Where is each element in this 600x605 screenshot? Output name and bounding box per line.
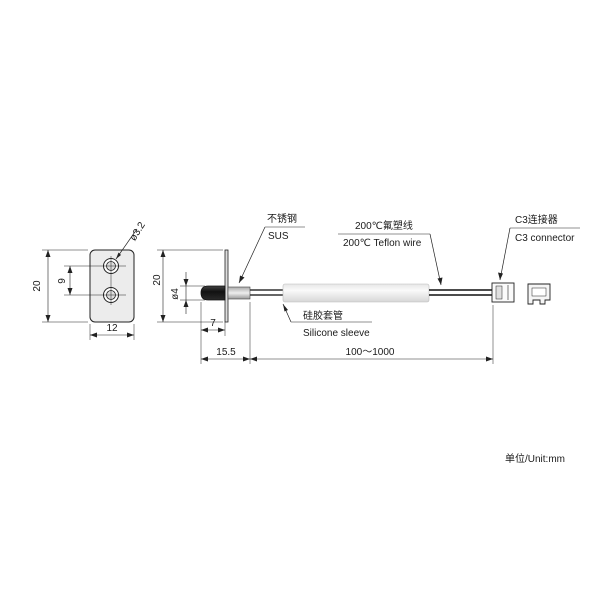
side-height-dimension: 20 [152,249,223,323]
probe-tube-and-leads [227,286,284,300]
side-height-label: 20 [152,274,163,286]
tip-length-label: 7 [210,318,216,329]
sus-callout: 不锈钢 SUS [238,212,305,284]
plate-width-label: 12 [106,323,118,334]
teflon-wires [429,289,493,296]
tube-diameter-dimension: ø4 [170,272,205,314]
silicone-sleeve [282,283,430,303]
plate-height-label: 20 [32,280,43,292]
sleeve-label-cn: 硅胶套管 [303,309,343,322]
hole-spacing-dimension: 9 [57,265,96,296]
probe-length-label: 15.5 [216,347,236,358]
teflon-label-cn: 200℃氟塑线 [355,219,413,232]
tube-diameter-label: ø4 [170,288,181,300]
probe-tip [200,285,226,301]
hole-spacing-label: 9 [57,278,68,284]
sus-label-cn: 不锈钢 [267,212,297,225]
side-plate [224,249,229,323]
connector-label-cn: C3连接器 [515,213,558,226]
mounting-plate [89,249,135,323]
c3-connector [491,282,515,303]
plate-width-dimension: 12 [89,323,135,340]
sleeve-callout: 硅胶套管 Silicone sleeve [282,303,372,339]
tip-length-dimension: 7 [200,302,226,336]
mounting-plate-front-view [89,249,135,323]
plate-height-dimension: 20 [32,249,88,323]
unit-note: 单位/Unit:mm [505,452,565,465]
length-dimensions: 15.5 100～1000 [200,302,494,364]
teflon-label-en: 200℃ Teflon wire [343,238,422,249]
sleeve-label-en: Silicone sleeve [303,328,370,339]
connector-callout: C3连接器 C3 connector [498,213,580,281]
connector-label-en: C3 connector [515,233,575,244]
teflon-wire-callout: 200℃氟塑线 200℃ Teflon wire [338,219,443,286]
cable-length-label: 100～1000 [346,347,395,358]
sus-label-en: SUS [268,231,289,242]
hole-diameter-label: ø3.2 [128,220,148,243]
mating-connector [527,283,551,305]
